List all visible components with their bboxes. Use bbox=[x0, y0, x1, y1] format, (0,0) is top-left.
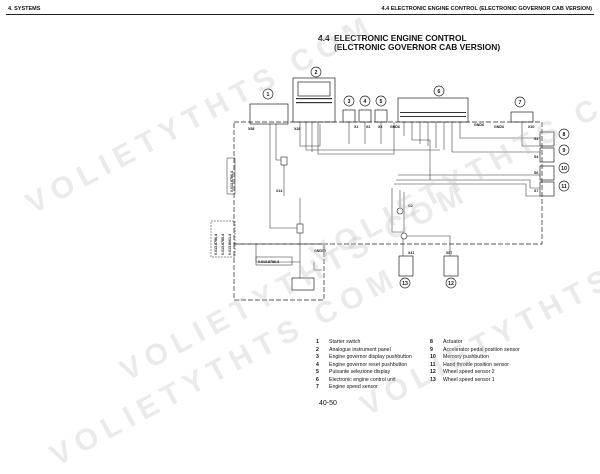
actuator-box bbox=[539, 131, 555, 147]
label-s7: S7 bbox=[534, 189, 538, 193]
ref-code-mid: 0.013.8786.3 bbox=[258, 260, 279, 264]
callout-13: 13 bbox=[402, 281, 408, 287]
callout-1: 1 bbox=[267, 92, 270, 98]
pushbutton-5-box bbox=[374, 109, 388, 123]
callout-4: 4 bbox=[364, 99, 367, 105]
callout-7: 7 bbox=[519, 100, 522, 106]
label-gnd6-a: GND6 bbox=[390, 125, 400, 129]
label-x3: X3 bbox=[378, 125, 382, 129]
page-number: 40-50 bbox=[319, 400, 337, 407]
label-g2: G2 bbox=[408, 204, 413, 208]
title-number: 4.4 bbox=[318, 33, 330, 43]
section-header: 4. SYSTEMS bbox=[8, 6, 41, 12]
instrument-panel-box bbox=[292, 77, 336, 123]
hand-throttle-box bbox=[539, 181, 555, 197]
chapter-header: 4.4 ELECTRONIC ENGINE CONTROL (ELECTRONI… bbox=[381, 6, 592, 12]
ref-code-1: 0.013.8786.4 bbox=[214, 234, 218, 255]
title-line-1: ELECTRONIC ENGINE CONTROL bbox=[334, 33, 467, 43]
battery-box bbox=[291, 277, 315, 291]
label-gnd6-b: GND6 bbox=[474, 123, 484, 127]
label-x41: X41 bbox=[408, 251, 414, 255]
label-x10: X10 bbox=[528, 125, 534, 129]
title-line-2: (ELCTRONIC GOVERNOR CAB VERSION) bbox=[334, 42, 501, 53]
callout-10: 10 bbox=[561, 166, 567, 172]
pedal-sensor-box bbox=[539, 147, 555, 163]
wheel-sensor-1-box bbox=[398, 255, 414, 277]
callout-5: 5 bbox=[380, 99, 383, 105]
callout-3: 3 bbox=[348, 99, 351, 105]
wiring-diagram: 1 2 3 4 5 6 7 8 9 10 11 13 12 X58 X28 X1… bbox=[210, 66, 570, 301]
header-rule bbox=[6, 14, 594, 15]
ecu-box bbox=[397, 97, 469, 123]
callout-9: 9 bbox=[563, 148, 566, 154]
label-gnd50: GND50 bbox=[314, 249, 326, 253]
label-x58: X58 bbox=[248, 127, 254, 131]
label-s6: S6 bbox=[534, 171, 538, 175]
memory-button-box bbox=[539, 165, 555, 181]
ref-code-upper: 0.013.8786.4 bbox=[230, 171, 234, 192]
pushbutton-4-box bbox=[358, 109, 372, 123]
callout-8: 8 bbox=[563, 132, 566, 138]
page-title: 4.4 ELECTRONIC ENGINE CONTROL (ELCTRONIC … bbox=[318, 33, 501, 53]
callout-6: 6 bbox=[438, 89, 441, 95]
label-x2: X2 bbox=[366, 125, 370, 129]
callout-2: 2 bbox=[315, 70, 318, 76]
pushbutton-3-box bbox=[342, 109, 356, 123]
speed-sensor-box bbox=[510, 111, 534, 123]
label-x67: X67 bbox=[446, 251, 452, 255]
starter-switch-box bbox=[249, 103, 289, 125]
label-s4: S4 bbox=[534, 155, 538, 159]
callout-12: 12 bbox=[448, 281, 454, 287]
label-x1: X1 bbox=[354, 125, 358, 129]
lower-boundary bbox=[233, 243, 325, 301]
label-s3: S3 bbox=[534, 137, 538, 141]
label-gnd6-c: GND6 bbox=[494, 125, 504, 129]
label-x13: X13 bbox=[276, 189, 282, 193]
label-x28: X28 bbox=[294, 127, 300, 131]
callout-11: 11 bbox=[561, 184, 567, 190]
cab-boundary bbox=[233, 121, 543, 245]
wheel-sensor-2-box bbox=[443, 255, 459, 277]
ref-code-3: 0.013.8061.4 bbox=[228, 234, 232, 255]
ref-code-2: 0.013.8785.4 bbox=[221, 234, 225, 255]
